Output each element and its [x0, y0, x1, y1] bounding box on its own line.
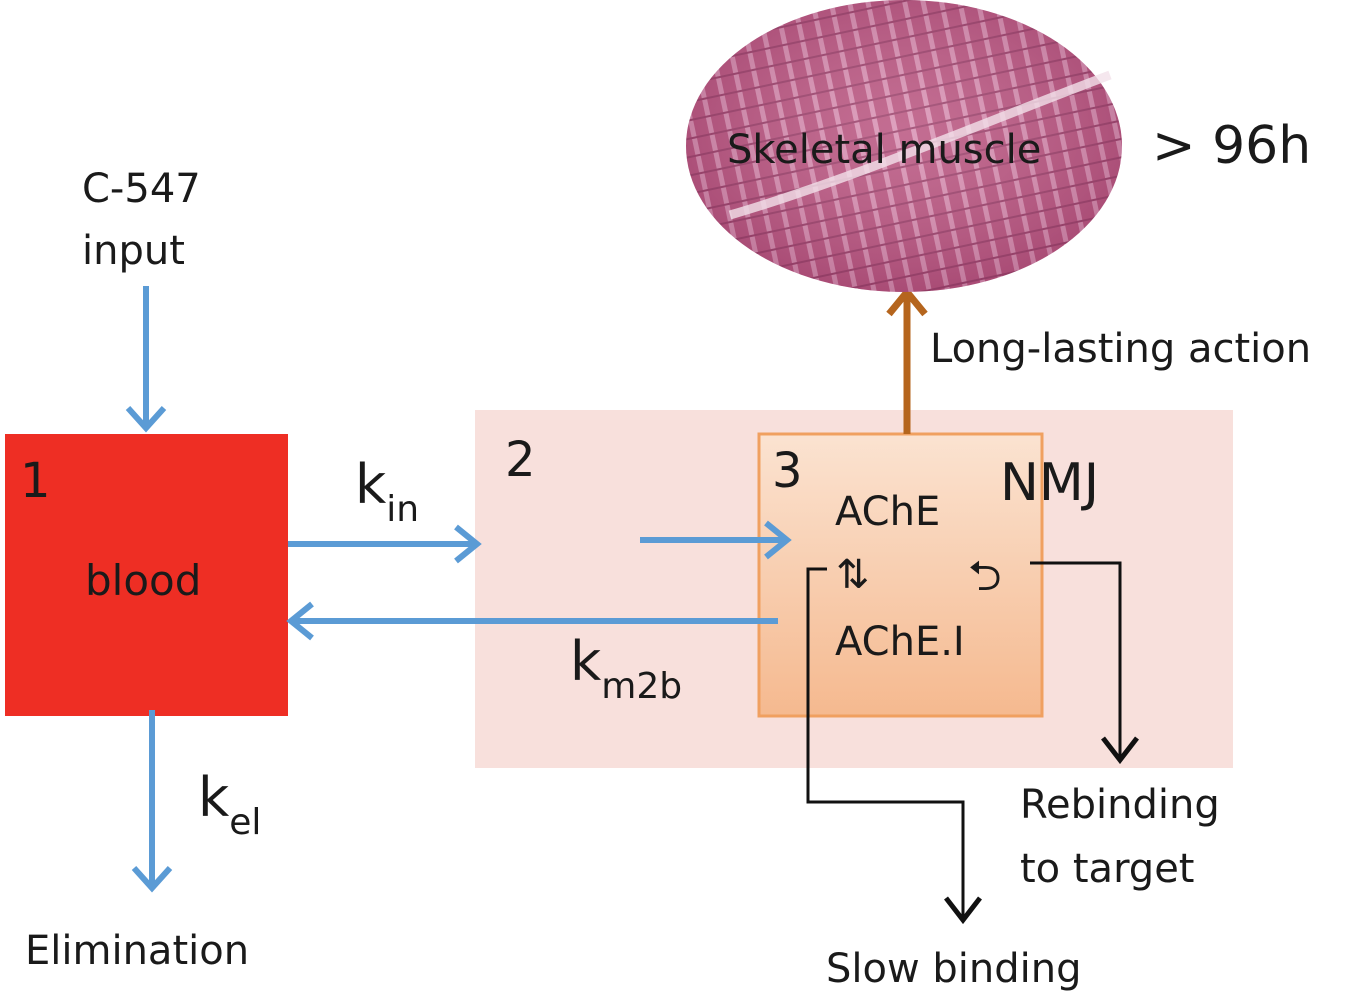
skeletal-muscle-label: Skeletal muscle [727, 127, 1041, 173]
km2b-label: km2b [570, 630, 682, 707]
rebinding-label-line1: Rebinding [1020, 782, 1220, 828]
ache-i-label: AChE.I [835, 619, 965, 665]
blood-number: 1 [20, 453, 51, 509]
input-label-line2: input [82, 228, 185, 274]
rebinding-loop-icon: ⮌ [968, 551, 1002, 600]
nmj-label: NMJ [1000, 453, 1099, 513]
km2b-arrow-head [286, 601, 314, 641]
compartment-3-box [757, 432, 1044, 718]
blood-compartment-box [5, 434, 288, 716]
c2-to-c3-arrow-head [764, 520, 792, 560]
kel-arrow-head [131, 865, 173, 893]
slow-binding-label: Slow binding [826, 946, 1082, 992]
input-label-line1: C-547 [82, 166, 201, 212]
rebinding-label-line2: to target [1020, 846, 1195, 892]
ache-label: AChE [835, 489, 940, 535]
equilibrium-arrows-icon: ⇅ [836, 552, 870, 598]
input-arrow-head [125, 405, 167, 433]
kin-label: kin [355, 453, 419, 530]
compartment-2-number: 2 [505, 432, 536, 488]
rebinding-arrow-head [1101, 736, 1139, 765]
compartment-3-number: 3 [772, 443, 803, 499]
long-lasting-label: Long-lasting action [930, 326, 1311, 372]
rebinding-arrow-line [1030, 561, 1122, 758]
muscle-fiber-streak [728, 70, 1112, 220]
blood-label: blood [85, 556, 201, 605]
kin-arrow-head [454, 524, 482, 564]
slow-binding-arrow-line [806, 567, 965, 918]
duration-label: > 96h [1152, 116, 1311, 176]
long-lasting-arrow-head [886, 286, 928, 317]
kel-label: kel [198, 766, 261, 843]
slow-binding-arrow-head [944, 896, 982, 925]
elimination-label: Elimination [25, 928, 249, 974]
skeletal-muscle-shade [686, 0, 1122, 292]
